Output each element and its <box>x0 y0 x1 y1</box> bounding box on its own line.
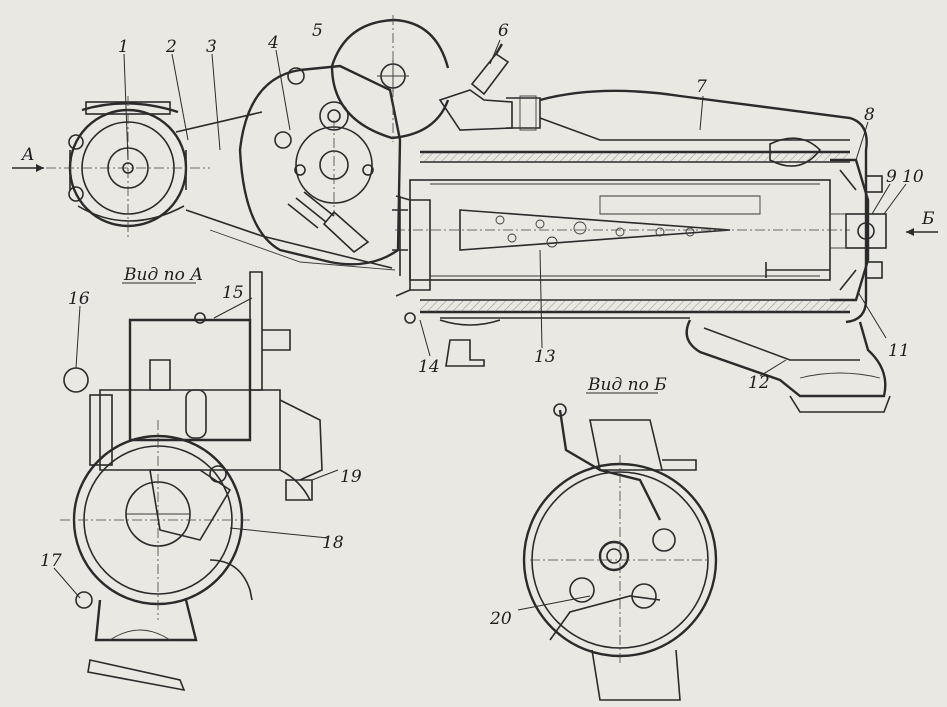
fan-housing <box>46 96 210 240</box>
part-label-16: 16 <box>68 289 90 309</box>
combustion-chamber <box>392 179 850 297</box>
part-label-6: 6 <box>498 21 509 41</box>
arrow-label-b: Б <box>921 209 935 229</box>
glow-plug <box>438 43 541 131</box>
part-label-13: 13 <box>534 347 556 367</box>
burner-flange <box>765 158 887 302</box>
heater-casing <box>420 89 868 326</box>
pump-gearbox <box>238 64 402 266</box>
part-label-8: 8 <box>864 105 875 125</box>
part-label-2: 2 <box>165 37 177 57</box>
part-label-1: 1 <box>118 37 129 57</box>
part-label-7: 7 <box>696 77 707 97</box>
part-label-14: 14 <box>418 357 440 377</box>
leader-lines <box>53 39 907 611</box>
part-label-9: 9 <box>886 167 897 187</box>
part-label-11: 11 <box>888 341 910 361</box>
view-a <box>60 271 323 692</box>
arrow-label-a: A <box>20 145 34 165</box>
fan-disc <box>330 15 450 142</box>
view-arrow-b <box>906 228 938 236</box>
part-label-10: 10 <box>902 167 924 187</box>
part-label-12: 12 <box>748 373 770 393</box>
exhaust-outlet <box>685 319 891 413</box>
main-assembly <box>12 15 938 413</box>
view-arrow-a <box>12 164 44 172</box>
part-label-20: 20 <box>489 609 512 629</box>
part-label-19: 19 <box>340 467 362 487</box>
part-label-17: 17 <box>40 551 62 571</box>
part-label-5: 5 <box>312 21 323 41</box>
mounting-bracket <box>445 339 485 367</box>
part-labels: 1 2 3 4 5 6 7 8 9 10 11 12 13 14 15 16 1… <box>20 21 935 629</box>
view-b-title: Вид по Б <box>587 375 667 395</box>
part-label-4: 4 <box>267 33 279 53</box>
part-label-3: 3 <box>206 37 217 57</box>
view-a-title: Вид по А <box>123 265 203 285</box>
view-b <box>522 403 718 701</box>
part-label-15: 15 <box>222 283 244 303</box>
part-label-18: 18 <box>322 533 344 553</box>
